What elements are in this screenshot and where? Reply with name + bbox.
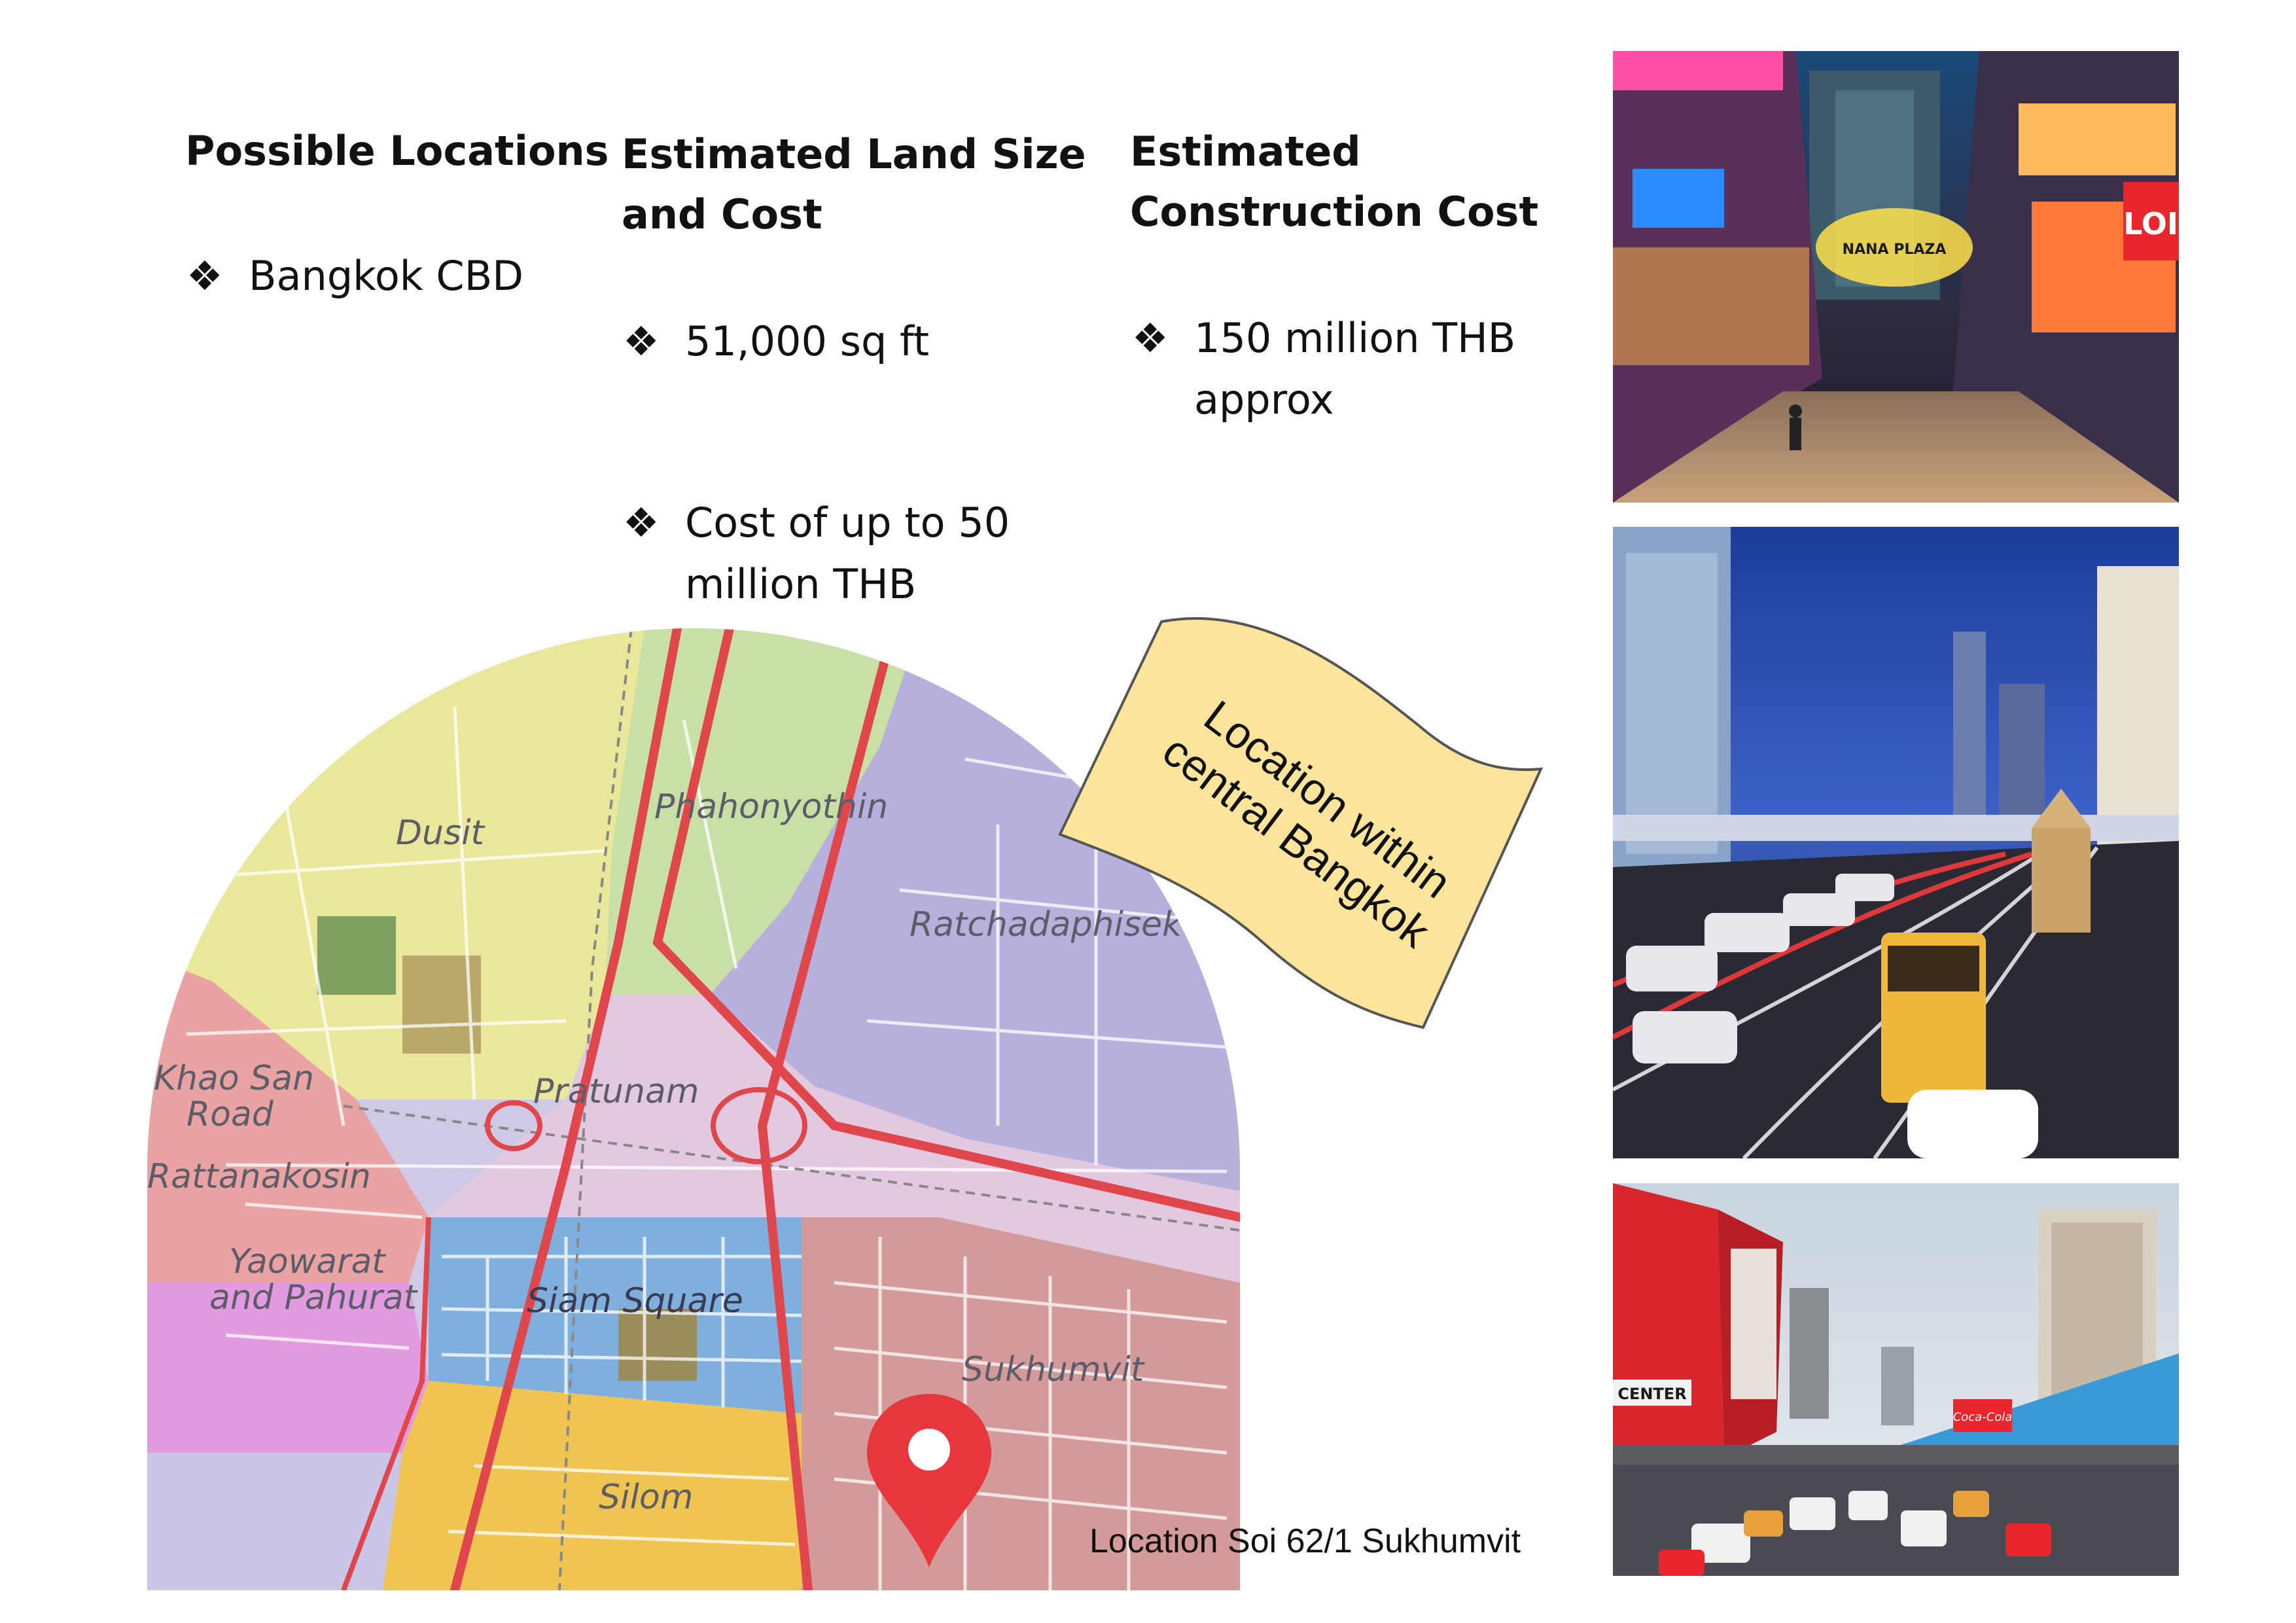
label-siam: Siam Square [527, 1281, 743, 1321]
map-pin-icon[interactable] [867, 1394, 991, 1567]
photo1-sign-loi: LOI [2123, 206, 2178, 241]
park-block [317, 916, 396, 995]
diamond-bullet-icon: ❖ [623, 499, 660, 546]
photo3-sign-coca-cola: Coca-Cola [1953, 1410, 2013, 1424]
old-town-zone [147, 955, 429, 1283]
park-block [618, 1309, 697, 1381]
photo3-sign-center: CENTER [1617, 1385, 1686, 1403]
label-silom: Silom [599, 1478, 693, 1517]
label-rattanakosin: Rattanakosin [147, 1157, 371, 1196]
pratunam-zone [429, 995, 1240, 1283]
silom-zone [383, 1381, 802, 1590]
location-bullet: ❖ Bangkok CBD [186, 245, 523, 307]
river-zone [147, 1453, 402, 1590]
construction-heading-line1: Estimated [1130, 128, 1361, 175]
label-yaowarat-1: Yaowarat [229, 1242, 386, 1281]
land-cost-bullet: ❖ Cost of up to 50 million THB [623, 492, 1010, 615]
label-ratchadaphisek: Ratchadaphisek [910, 905, 1183, 944]
label-sukhumvit: Sukhumvit [962, 1350, 1145, 1389]
expressway [652, 628, 1240, 1222]
construction-line1: 150 million THB [1194, 314, 1516, 362]
label-pratunam: Pratunam [533, 1072, 699, 1111]
construction-cost-heading: Estimated Construction Cost [1130, 122, 1538, 242]
location-callout-flag: Location within central Bangkok [1047, 609, 1544, 1041]
label-phahonyothin: Phahonyothin [654, 787, 888, 827]
photo-shopping-district: Coca-Cola CENTER [1613, 1183, 2179, 1576]
construction-cost-bullet: ❖ 150 million THB approx [1132, 308, 1516, 431]
land-size-text: 51,000 sq ft [685, 317, 930, 365]
label-yaowarat-2: and Pahurat [209, 1278, 418, 1317]
land-size-heading: Estimated Land Size and Cost [622, 124, 1086, 245]
land-heading-line1: Estimated Land Size [622, 130, 1086, 178]
land-cost-line1: Cost of up to 50 [685, 499, 1010, 546]
yaowarat-zone [147, 1283, 429, 1453]
land-heading-line2: and Cost [622, 190, 822, 238]
label-dusit: Dusit [396, 813, 486, 853]
photo-traffic-night [1613, 527, 2179, 1158]
siam-zone [429, 1217, 802, 1414]
possible-locations-heading: Possible Locations [185, 127, 609, 175]
location-caption: Location Soi 62/1 Sukhumvit [1089, 1522, 1521, 1560]
label-khaosan-2: Road [186, 1095, 274, 1134]
diamond-bullet-icon: ❖ [186, 252, 223, 300]
construction-heading-line2: Construction Cost [1130, 188, 1539, 236]
district-map[interactable]: Dusit Phahonyothin Ratchadaphisek Khao S… [147, 628, 1240, 1590]
photo1-sign-nana: NANA PLAZA [1843, 241, 1947, 258]
expressway [757, 628, 898, 1590]
expressway [450, 628, 682, 1590]
photo-nana-plaza: NANA PLAZA LOI [1613, 51, 2179, 503]
diamond-bullet-icon: ❖ [623, 317, 660, 365]
land-size-bullet: ❖ 51,000 sq ft [623, 311, 930, 372]
diamond-bullet-icon: ❖ [1132, 314, 1169, 362]
location-bullet-text: Bangkok CBD [249, 252, 523, 300]
construction-line2: approx [1194, 376, 1334, 423]
label-khaosan-1: Khao San [154, 1059, 314, 1098]
land-cost-line2: million THB [685, 560, 917, 608]
